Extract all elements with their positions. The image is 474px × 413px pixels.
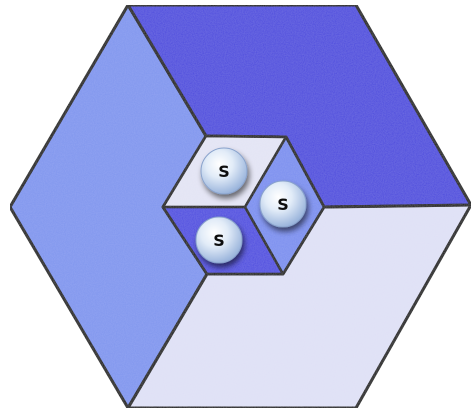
token-label: S	[213, 231, 225, 250]
token-label: S	[277, 195, 289, 214]
token-right[interactable]: S	[260, 181, 306, 227]
token-label: S	[218, 162, 230, 181]
token-left[interactable]: S	[196, 217, 242, 263]
token-top[interactable]: S	[201, 148, 247, 194]
